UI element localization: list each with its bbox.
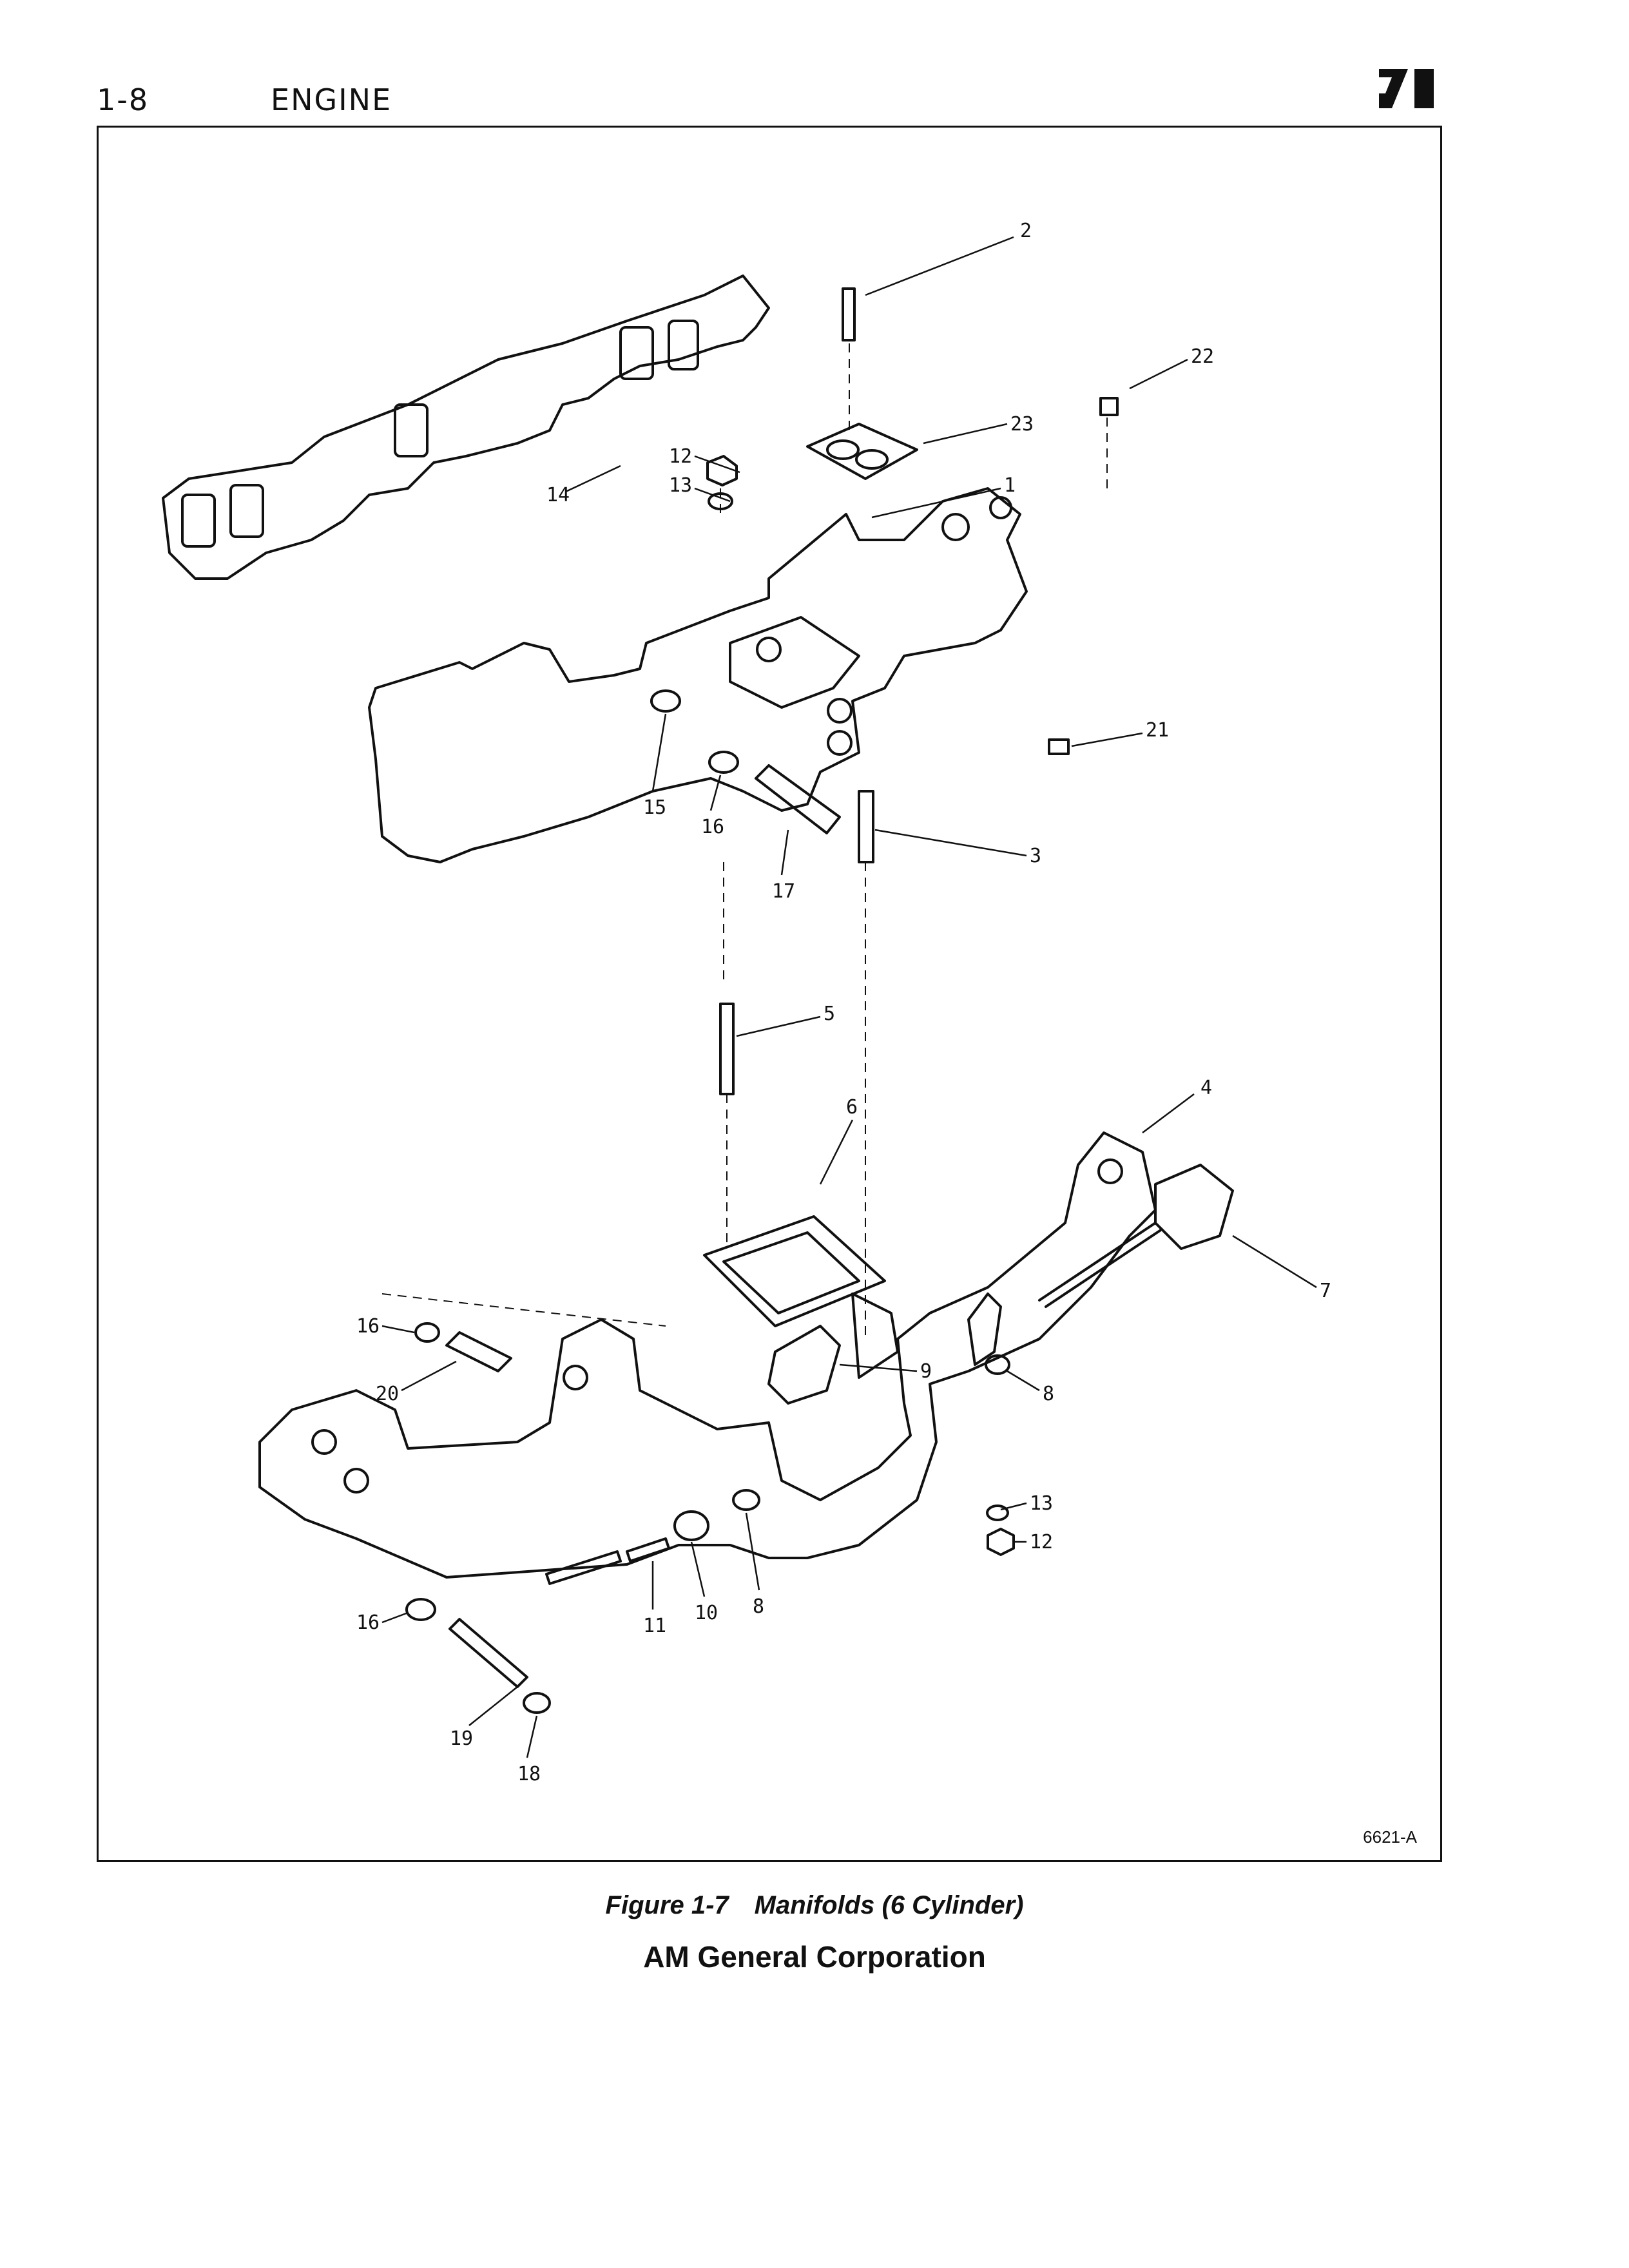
plug-22 <box>1099 397 1119 416</box>
jeep-logo-icon <box>1379 69 1434 108</box>
stud-19 <box>448 1618 528 1688</box>
washer-16-bottom <box>405 1598 436 1621</box>
company-name: AM General Corporation <box>643 1940 986 1974</box>
callout-22: 22 <box>1191 345 1214 368</box>
figure-title: Manifolds (6 Cylinder) <box>754 1891 1024 1919</box>
figure-caption: Figure 1-7 Manifolds (6 Cylinder) <box>0 1891 1629 1920</box>
callout-9: 9 <box>920 1360 932 1383</box>
callout-18: 18 <box>517 1763 541 1785</box>
washer-13-lower <box>986 1504 1009 1521</box>
valve-plate-9 <box>767 1325 841 1405</box>
callout-1: 1 <box>1004 474 1016 497</box>
callout-8-right: 8 <box>1043 1383 1054 1405</box>
callout-16-upper: 16 <box>701 816 724 838</box>
nut-12 <box>706 455 738 486</box>
callout-12-upper: 12 <box>669 445 692 468</box>
counterweight-10 <box>673 1510 709 1541</box>
bushing-8-lower <box>732 1489 760 1511</box>
callout-15: 15 <box>643 796 666 819</box>
callout-7: 7 <box>1320 1280 1331 1302</box>
callout-8-lower: 8 <box>753 1595 764 1618</box>
washer-15 <box>650 689 681 713</box>
callout-2: 2 <box>1020 220 1032 242</box>
callout-13-lower: 13 <box>1030 1492 1053 1515</box>
section-title: ENGINE <box>271 82 392 117</box>
stud-3 <box>858 790 874 863</box>
drawing-id: 6621-A <box>1363 1827 1417 1847</box>
washer-16-upper <box>708 751 739 774</box>
pin-11 <box>626 1537 670 1562</box>
gasket-23 <box>806 423 918 480</box>
callout-13-upper: 13 <box>669 474 692 497</box>
callout-19: 19 <box>450 1727 473 1750</box>
callout-20: 20 <box>376 1383 399 1405</box>
figure-number: Figure 1-7 <box>605 1891 729 1919</box>
stud-5 <box>719 1003 735 1095</box>
intake-gasket-14 <box>162 274 770 580</box>
bolt-17 <box>755 764 841 834</box>
callout-17: 17 <box>772 880 795 903</box>
page-number: 1-8 <box>97 82 149 117</box>
actuator-7 <box>967 1164 1234 1366</box>
callout-23: 23 <box>1010 413 1034 436</box>
exhaust-manifold-4 <box>258 1131 1157 1579</box>
bushing-8-right <box>985 1354 1010 1375</box>
callout-10: 10 <box>695 1602 718 1624</box>
washer-16-left <box>414 1322 440 1343</box>
stud-2 <box>842 287 856 341</box>
callout-5: 5 <box>824 1003 835 1025</box>
callout-21: 21 <box>1146 719 1169 742</box>
callout-6: 6 <box>846 1096 858 1119</box>
callout-14: 14 <box>546 484 570 506</box>
callout-11: 11 <box>643 1615 666 1637</box>
manifold-exploded-diagram: 2 22 23 1 12 13 14 21 15 16 17 3 5 4 6 7… <box>162 220 1331 1785</box>
callout-16-bottom: 16 <box>356 1611 380 1634</box>
exhaust-manifold-1 <box>368 487 1028 863</box>
callout-12-lower: 12 <box>1030 1531 1053 1553</box>
nut-12-lower <box>987 1528 1015 1556</box>
callout-4: 4 <box>1200 1077 1212 1099</box>
figure-frame: 2 22 23 1 12 13 14 21 15 16 17 3 5 4 6 7… <box>97 126 1442 1862</box>
callout-16-left: 16 <box>356 1315 380 1338</box>
fitting-21 <box>1048 738 1070 755</box>
nut-18 <box>523 1692 551 1714</box>
bolt-20 <box>445 1331 512 1372</box>
callout-3: 3 <box>1030 845 1041 867</box>
